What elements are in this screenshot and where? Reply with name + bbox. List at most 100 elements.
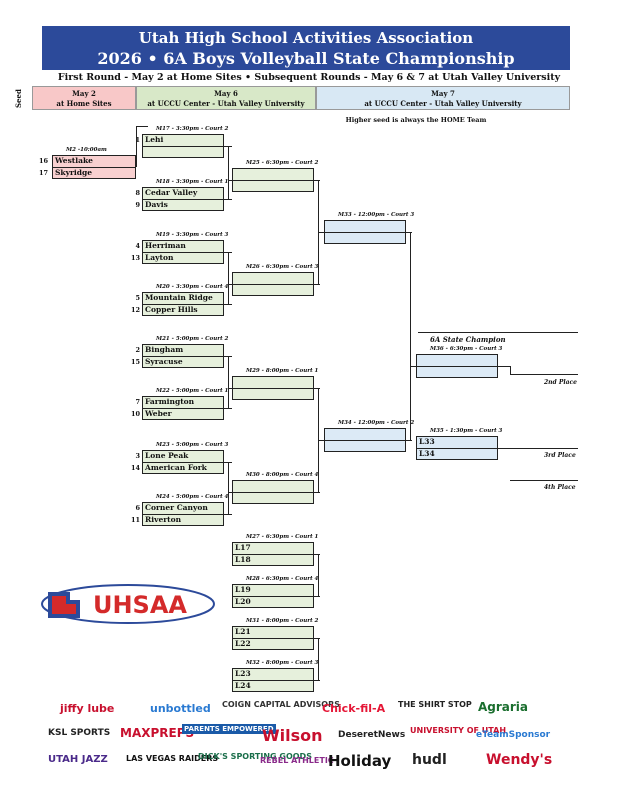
match-label: M20 - 3:30pm - Court 4 <box>156 284 229 290</box>
match-label: M30 - 8:00pm - Court 4 <box>246 472 319 478</box>
fourth-place-label: 4th Place <box>544 484 576 491</box>
team-name: L24 <box>235 681 251 690</box>
round-1-date: May 2 <box>72 89 96 98</box>
seed: 11 <box>130 516 140 524</box>
sponsor-logo: UTAH JAZZ <box>48 754 108 765</box>
team-name: L22 <box>235 639 251 648</box>
sponsor-logo: MAXPREPS <box>120 726 195 740</box>
team-name: L21 <box>235 627 251 636</box>
sponsor-logo: REBEL ATHLETIC <box>260 756 334 765</box>
match-label: M23 - 5:00pm - Court 3 <box>156 442 229 448</box>
sponsor-logo: LAS VEGAS RAIDERS <box>126 754 219 763</box>
seed: 17 <box>38 169 48 177</box>
sponsor-logo: DeseretNews <box>338 730 406 740</box>
seed: 9 <box>135 201 140 209</box>
title-line-2: 2026 • 6A Boys Volleyball State Champion… <box>97 49 515 68</box>
team-name: Westlake <box>55 156 93 165</box>
team-name: Lone Peak <box>145 451 189 460</box>
match-label: M17 - 3:30pm - Court 2 <box>156 126 229 132</box>
round-3-site: at UCCU Center - Utah Valley University <box>364 99 522 108</box>
team-name: American Fork <box>145 463 207 472</box>
team-name: Bingham <box>145 345 184 354</box>
seed: 15 <box>130 358 140 366</box>
sponsor-logo: COIGN CAPITAL ADVISORS <box>222 700 340 709</box>
team-name: L19 <box>235 585 251 594</box>
match-label: M22 - 5:00pm - Court 1 <box>156 388 229 394</box>
seed: 3 <box>135 452 140 460</box>
home-team-note: Higher seed is always the HOME Team <box>345 116 487 124</box>
match-label: M21 - 5:00pm - Court 2 <box>156 336 229 342</box>
sponsor-logo: Holiday <box>328 752 392 770</box>
sponsor-logo: Chick-fil-A <box>322 702 386 715</box>
team-name: Herriman <box>145 241 186 250</box>
team-name: Copper Hills <box>145 305 198 314</box>
team-name: Riverton <box>145 515 182 524</box>
team-name: Farmington <box>145 397 195 406</box>
sponsor-logo: PARENTS EMPOWERED <box>182 724 276 734</box>
team-name: Davis <box>145 200 168 209</box>
sponsor-logo: unbottled <box>150 702 211 715</box>
team-name: L17 <box>235 543 251 552</box>
seed: 1 <box>135 136 140 144</box>
match-label: M29 - 8:00pm - Court 1 <box>246 368 319 374</box>
subtitle: First Round - May 2 at Home Sites • Subs… <box>57 72 561 83</box>
team-name: Corner Canyon <box>145 503 208 512</box>
third-place-label: 3rd Place <box>544 452 576 459</box>
seed: 10 <box>130 410 140 418</box>
round-3-date: May 7 <box>431 89 455 98</box>
seed: 2 <box>135 346 140 354</box>
match-label: M33 - 12:00pm - Court 3 <box>338 212 415 218</box>
sponsor-logo: Wendy's <box>486 752 553 768</box>
match-label: M31 - 8:00pm - Court 2 <box>246 618 319 624</box>
match-label: M19 - 3:30pm - Court 3 <box>156 232 229 238</box>
sponsor-logo: KSL SPORTS <box>48 728 111 738</box>
uhsaa-logo: UHSAA <box>41 584 215 624</box>
champion-label: 6A State Champion <box>430 335 506 344</box>
team-name: Mountain Ridge <box>145 293 213 302</box>
sponsor-logo: UNIVERSITY OF UTAH <box>410 726 507 735</box>
title-line-1: Utah High School Activities Association <box>138 29 474 47</box>
second-place-label: 2nd Place <box>544 379 577 386</box>
sponsor-logo: Wilson <box>262 726 323 745</box>
team-name: Layton <box>145 253 174 262</box>
logo-text: UHSAA <box>93 591 187 619</box>
seed-column-label: Seed <box>14 89 23 108</box>
team-name: L20 <box>235 597 251 606</box>
team-name: Weber <box>145 409 172 418</box>
team-name: L33 <box>419 437 435 446</box>
sponsor-logo: hudl <box>412 752 447 768</box>
title-banner: Utah High School Activities Association … <box>42 26 570 70</box>
sponsor-logo: jiffy lube <box>60 702 115 715</box>
match-label: M35 - 1:30pm - Court 3 <box>430 428 503 434</box>
match-label: M26 - 6:30pm - Court 3 <box>246 264 319 270</box>
seed: 8 <box>135 189 140 197</box>
match-label: M2 -10:00am <box>66 147 107 153</box>
round-2-site: at UCCU Center - Utah Valley University <box>147 99 305 108</box>
seed: 5 <box>135 294 140 302</box>
team-name: Lehi <box>145 135 164 144</box>
seed: 7 <box>135 398 140 406</box>
team-name: L18 <box>235 555 251 564</box>
match-label: M36 - 6:30pm - Court 3 <box>430 346 503 352</box>
match-label: M34 - 12:00pm - Court 2 <box>338 420 415 426</box>
sponsor-logo: THE SHIRT STOP <box>398 700 472 709</box>
sponsor-logo: Agraria <box>478 700 529 714</box>
match-label: M28 - 6:30pm - Court 4 <box>246 576 319 582</box>
match-label: M18 - 3:30pm - Court 1 <box>156 179 229 185</box>
round-2-date: May 6 <box>214 89 238 98</box>
seed: 13 <box>130 254 140 262</box>
seed: 16 <box>38 157 48 165</box>
team-name: Syracuse <box>145 357 183 366</box>
sponsor-logo: DICK'S SPORTING GOODS <box>198 752 312 761</box>
seed: 12 <box>130 306 140 314</box>
round-1-site: at Home Sites <box>56 99 112 108</box>
team-name: L34 <box>419 449 435 458</box>
match-label: M27 - 6:30pm - Court 1 <box>246 534 319 540</box>
team-name: Skyridge <box>55 168 93 177</box>
match-label: M24 - 5:00pm - Court 4 <box>156 494 229 500</box>
team-name: Cedar Valley <box>145 188 198 197</box>
match-label: M25 - 6:30pm - Court 2 <box>246 160 319 166</box>
sponsor-logo: eTeamSponsor <box>476 730 551 740</box>
